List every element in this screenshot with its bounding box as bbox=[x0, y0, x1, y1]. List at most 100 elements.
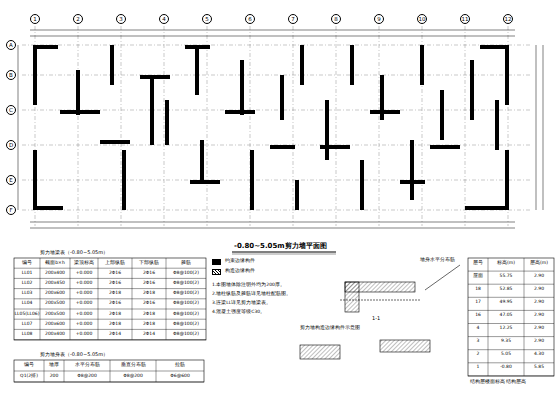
legend-text: 约束边缘构件 bbox=[225, 259, 255, 264]
axis-number: 1 bbox=[33, 16, 37, 22]
axis-number: 4 bbox=[162, 16, 166, 22]
table-cell: 2Φ16 bbox=[132, 281, 166, 286]
table-cell: 标高(m) bbox=[488, 261, 524, 266]
table-cell: Φ8@100(2) bbox=[166, 332, 206, 337]
detail-title: 剪力墙构造边缘构件示意图 bbox=[300, 325, 360, 331]
axis-number: 6 bbox=[248, 16, 252, 22]
axis-bubble: D bbox=[6, 140, 16, 150]
axis-bubble: 8 bbox=[331, 14, 341, 24]
table-cell: Φ8@100(2) bbox=[166, 271, 206, 276]
table-cell: LL08 bbox=[14, 332, 40, 337]
axis-number: 9 bbox=[377, 16, 381, 22]
table-cell: 截面b×h bbox=[40, 261, 70, 266]
axis-number: 3 bbox=[119, 16, 123, 22]
axis-number: 2 bbox=[76, 16, 80, 22]
table-cell: Φ8@200 bbox=[64, 374, 110, 379]
table-cell: 200x400 bbox=[40, 271, 70, 276]
table-cell: LL07 bbox=[14, 322, 40, 327]
section-mark: 1-1 bbox=[372, 316, 380, 322]
table-cell: Φ8@100(2) bbox=[166, 301, 206, 306]
table-cell: 2.90 bbox=[524, 274, 554, 279]
table-cell: LL03 bbox=[14, 291, 40, 296]
table-cell: Q1(2排) bbox=[14, 374, 44, 379]
table-cell: +0.000 bbox=[70, 281, 98, 286]
table-cell: 2.90 bbox=[524, 300, 554, 305]
axis-number: 8 bbox=[334, 16, 338, 22]
axis-bubble: C bbox=[6, 105, 16, 115]
note-text: 3.连梁LL详见剪力墙梁表。 bbox=[212, 301, 271, 306]
table-cell: 2.90 bbox=[524, 339, 554, 344]
table-cell: 梁顶标高 bbox=[70, 261, 98, 266]
axis-number: D bbox=[9, 142, 13, 148]
table-cell: 2Φ18 bbox=[98, 291, 132, 296]
table-cell: 2Φ14 bbox=[132, 332, 166, 337]
axis-number: 12 bbox=[505, 16, 512, 22]
axis-bubble: 6 bbox=[245, 14, 255, 24]
table-note: 结构层楼面标高 结构层高 bbox=[470, 380, 526, 385]
table-cell: 200 bbox=[44, 374, 64, 379]
table-cell: 2Φ18 bbox=[132, 312, 166, 317]
table-cell: 18 bbox=[468, 287, 488, 292]
table-cell: 屋面 bbox=[468, 274, 488, 279]
table-cell: Φ8@100(2) bbox=[166, 312, 206, 317]
table-cell: 编号 bbox=[14, 363, 44, 368]
table-cell: 墙厚 bbox=[44, 363, 64, 368]
table-cell: 2.90 bbox=[524, 287, 554, 292]
table-cell: 层号 bbox=[468, 261, 488, 266]
table-cell: 55.75 bbox=[488, 274, 524, 279]
table-cell: 12.25 bbox=[488, 326, 524, 331]
axis-bubble: F bbox=[6, 205, 16, 215]
table-cell: LL04 bbox=[14, 301, 40, 306]
table-title: 剪力墙身表（-0.80~5.05m） bbox=[40, 352, 108, 358]
table-cell: 垂直分布筋 bbox=[110, 363, 156, 368]
legend-text: 构造边缘构件 bbox=[225, 269, 255, 274]
axis-bubble: 11 bbox=[460, 14, 470, 24]
axis-bubble: 7 bbox=[288, 14, 298, 24]
axis-bubble: 5 bbox=[202, 14, 212, 24]
table-cell: LL01 bbox=[14, 271, 40, 276]
axis-bubble: 2 bbox=[73, 14, 83, 24]
table-cell: 层高(m) bbox=[524, 261, 554, 266]
axis-number: A bbox=[9, 42, 13, 48]
table-cell: LL02 bbox=[14, 281, 40, 286]
table-cell: 16 bbox=[468, 313, 488, 318]
table-cell: 2Φ18 bbox=[98, 322, 132, 327]
table-cell: 箍筋 bbox=[166, 261, 206, 266]
axis-number: 5 bbox=[205, 16, 209, 22]
table-cell: 2 bbox=[468, 352, 488, 357]
table-cell: 2.90 bbox=[524, 313, 554, 318]
axis-bubble: 10 bbox=[417, 14, 427, 24]
table-cell: 2Φ18 bbox=[132, 322, 166, 327]
table-cell: +0.000 bbox=[70, 312, 98, 317]
table-cell: Φ8@100(2) bbox=[166, 291, 206, 296]
table-cell: Φ8@200 bbox=[110, 374, 156, 379]
table-cell: 200x500 bbox=[40, 301, 70, 306]
table-cell: 水平分布筋 bbox=[64, 363, 110, 368]
table-cell: +0.000 bbox=[70, 301, 98, 306]
axis-number: 11 bbox=[462, 16, 469, 22]
table-cell: 4 bbox=[468, 326, 488, 331]
table-cell: 200x400 bbox=[40, 332, 70, 337]
table-cell: 52.85 bbox=[488, 287, 524, 292]
table-cell: 1 bbox=[468, 365, 488, 370]
table-title: 剪力墙梁表（-0.80~5.05m） bbox=[40, 250, 108, 256]
axis-number: F bbox=[9, 207, 12, 213]
axis-bubble: E bbox=[6, 175, 16, 185]
table-cell: 2Φ16 bbox=[98, 301, 132, 306]
axis-bubble: B bbox=[6, 70, 16, 80]
table-cell: Φ6@600 bbox=[156, 374, 204, 379]
table-cell: +0.000 bbox=[70, 322, 98, 327]
table-cell: 2Φ16 bbox=[98, 281, 132, 286]
axis-bubble: 1 bbox=[30, 14, 40, 24]
table-cell: 200x600 bbox=[40, 322, 70, 327]
table-cell: -0.80 bbox=[488, 365, 524, 370]
table-cell: Φ8@100(2) bbox=[166, 281, 206, 286]
table-cell: 2Φ16 bbox=[132, 271, 166, 276]
table-cell: 200x600 bbox=[40, 291, 70, 296]
axis-number: E bbox=[9, 177, 12, 183]
leader-label: 墙身水平分布筋 bbox=[420, 258, 455, 263]
axis-bubble: 3 bbox=[116, 14, 126, 24]
table-cell: 47.05 bbox=[488, 313, 524, 318]
axis-number: B bbox=[9, 72, 13, 78]
